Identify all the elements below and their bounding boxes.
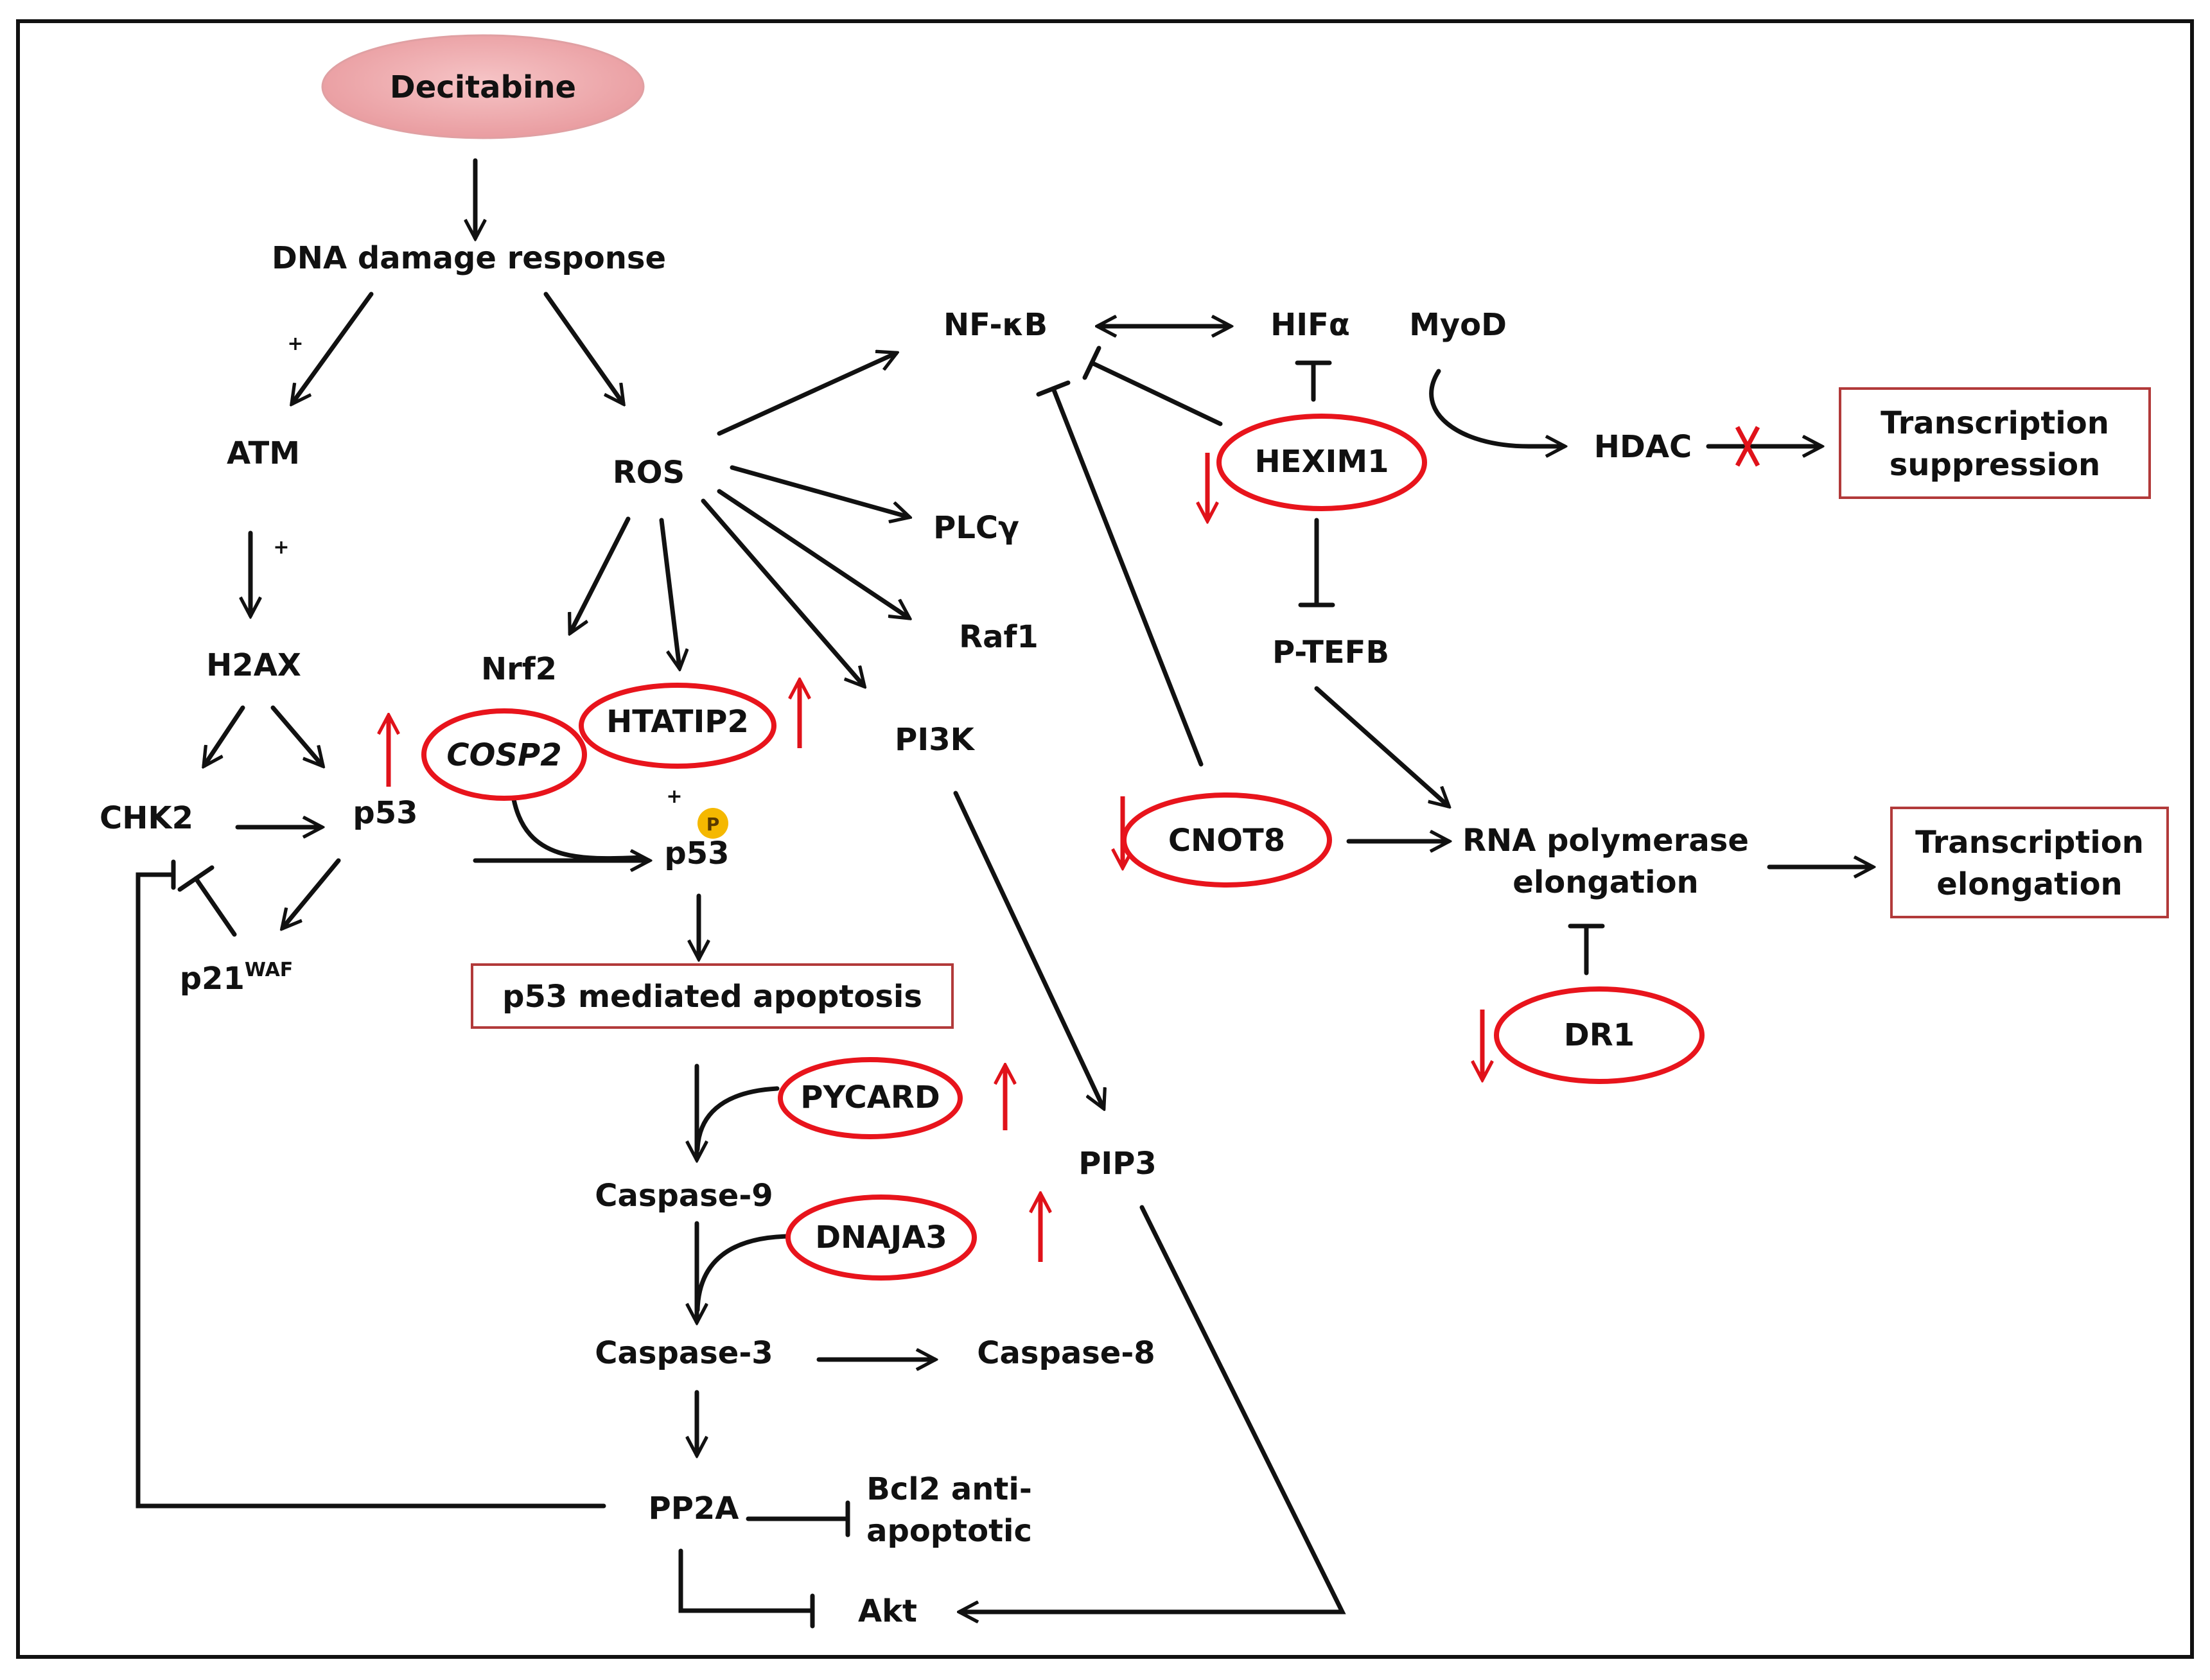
edge-cnot8-nfkb-bar (1036, 380, 1071, 397)
caspase8-label: Caspase-8 (977, 1335, 1155, 1371)
plc-label: PLCγ (933, 510, 1019, 546)
bcl2-line1: Bcl2 anti- (866, 1471, 1031, 1507)
edge-ptefb-rnapol (1314, 686, 1448, 806)
edge-ros-plc (730, 465, 909, 517)
transcription-elongation-line2: elongation (1936, 866, 2122, 902)
regulation-arrows (389, 453, 1482, 1262)
edge-myod-hdac (1429, 369, 1564, 446)
edge-pi3k-pip3 (953, 791, 1103, 1108)
edge-ros-htatip2 (659, 518, 680, 668)
dr1-label: DR1 (1564, 1017, 1635, 1053)
pip3-label: PIP3 (1078, 1146, 1157, 1182)
edge-p53-p21 (283, 858, 341, 928)
edge-dna-ros (543, 292, 623, 403)
htatip2-node (579, 683, 776, 769)
p21-main: p21 (180, 961, 245, 997)
nfkb-label: NF-κB (943, 307, 1048, 343)
phospho-label: P (706, 814, 720, 835)
caspase3-label: Caspase-3 (595, 1335, 773, 1371)
edge-pp2a-akt (678, 1548, 815, 1613)
transcription-elongation-box (1890, 807, 2169, 918)
transcription-suppression-line2: suppression (1890, 447, 2100, 483)
edges (136, 158, 1872, 1629)
plus-sign: + (273, 536, 289, 559)
edge-cnot8-nfkb (1051, 386, 1204, 767)
cnot8-label: CNOT8 (1168, 823, 1285, 859)
p21-superscript: WAF (245, 959, 293, 981)
caspase9-label: Caspase-9 (595, 1178, 773, 1214)
pycard-label: PYCARD (800, 1080, 940, 1116)
edge-pp2a-chk2 (136, 872, 606, 1509)
hexim1-node (1216, 414, 1427, 511)
pycard-node (778, 1057, 963, 1139)
p53p-label: p53 (664, 836, 729, 871)
bcl2-line2: apoptotic (866, 1513, 1032, 1549)
decitabine-label: Decitabine (390, 69, 576, 105)
p53-apoptosis-box (471, 963, 954, 1029)
edge-dnaja3-casp3 (695, 1234, 796, 1313)
edge-pip3-akt (960, 1205, 1346, 1612)
nrf2-label: Nrf2 (481, 651, 557, 687)
edge-h2ax-p53 (270, 705, 322, 766)
plus-sign: + (666, 785, 682, 808)
edge-pycard-casp9 (695, 1086, 780, 1152)
dnaja3-node (785, 1194, 977, 1281)
pp2a-label: PP2A (649, 1491, 739, 1527)
hdac-label: HDAC (1594, 429, 1692, 465)
cosp2-node (421, 708, 587, 801)
raf1-label: Raf1 (959, 619, 1039, 655)
myod-label: MyoD (1409, 307, 1507, 343)
edge-p21-chk2 (193, 876, 237, 937)
edge-ros-nrf2 (570, 516, 631, 633)
p53-apoptosis-label: p53 mediated apoptosis (502, 979, 922, 1015)
edge-hexim1-nfkb (1089, 360, 1223, 426)
edge-p21-chk2-bar (177, 865, 215, 892)
hexim1-label: HEXIM1 (1255, 444, 1389, 480)
edge-hexim1-nfkb-bar (1082, 346, 1101, 380)
dna-damage-label: DNA damage response (272, 240, 666, 276)
figure-border (16, 19, 2194, 1659)
phospho-badge (697, 808, 728, 839)
rnapol-line1: RNA polymerase (1462, 823, 1749, 859)
ptefb-label: P-TEFB (1272, 634, 1389, 670)
cnot8-node (1121, 792, 1332, 888)
pi3k-label: PI3K (895, 722, 975, 758)
h2ax-label: H2AX (206, 647, 301, 683)
edge-dna-atm (292, 292, 374, 403)
chk2-label: CHK2 (100, 800, 193, 836)
labels: Decitabine DNA damage response + ATM + H… (100, 69, 2144, 1629)
dnaja3-label: DNAJA3 (815, 1220, 947, 1256)
ros-label: ROS (613, 455, 685, 491)
hif-label: HIFα (1270, 307, 1350, 343)
cosp2-label: COSP2 (446, 737, 561, 773)
p21-label: p21WAF (180, 959, 294, 997)
decitabine-node (321, 34, 645, 139)
transcription-suppression-line1: Transcription (1881, 405, 2109, 441)
edge-h2ax-chk2 (204, 705, 245, 766)
dr1-node (1494, 986, 1705, 1084)
atm-label: ATM (227, 435, 300, 471)
p53-label: p53 (353, 795, 417, 831)
transcription-elongation-line1: Transcription (1915, 825, 2144, 861)
plus-sign: + (287, 333, 303, 355)
block-cross-icon-b (1735, 426, 1760, 467)
edge-ros-nfkb (717, 353, 896, 436)
rnapol-line2: elongation (1513, 864, 1698, 900)
htatip2-label: HTATIP2 (606, 704, 749, 740)
edge-ros-raf1 (717, 489, 909, 618)
edge-ros-pi3k (701, 498, 864, 686)
transcription-suppression-box (1839, 387, 2151, 499)
akt-label: Akt (858, 1593, 917, 1629)
edge-cosp2-p53p (511, 797, 645, 861)
